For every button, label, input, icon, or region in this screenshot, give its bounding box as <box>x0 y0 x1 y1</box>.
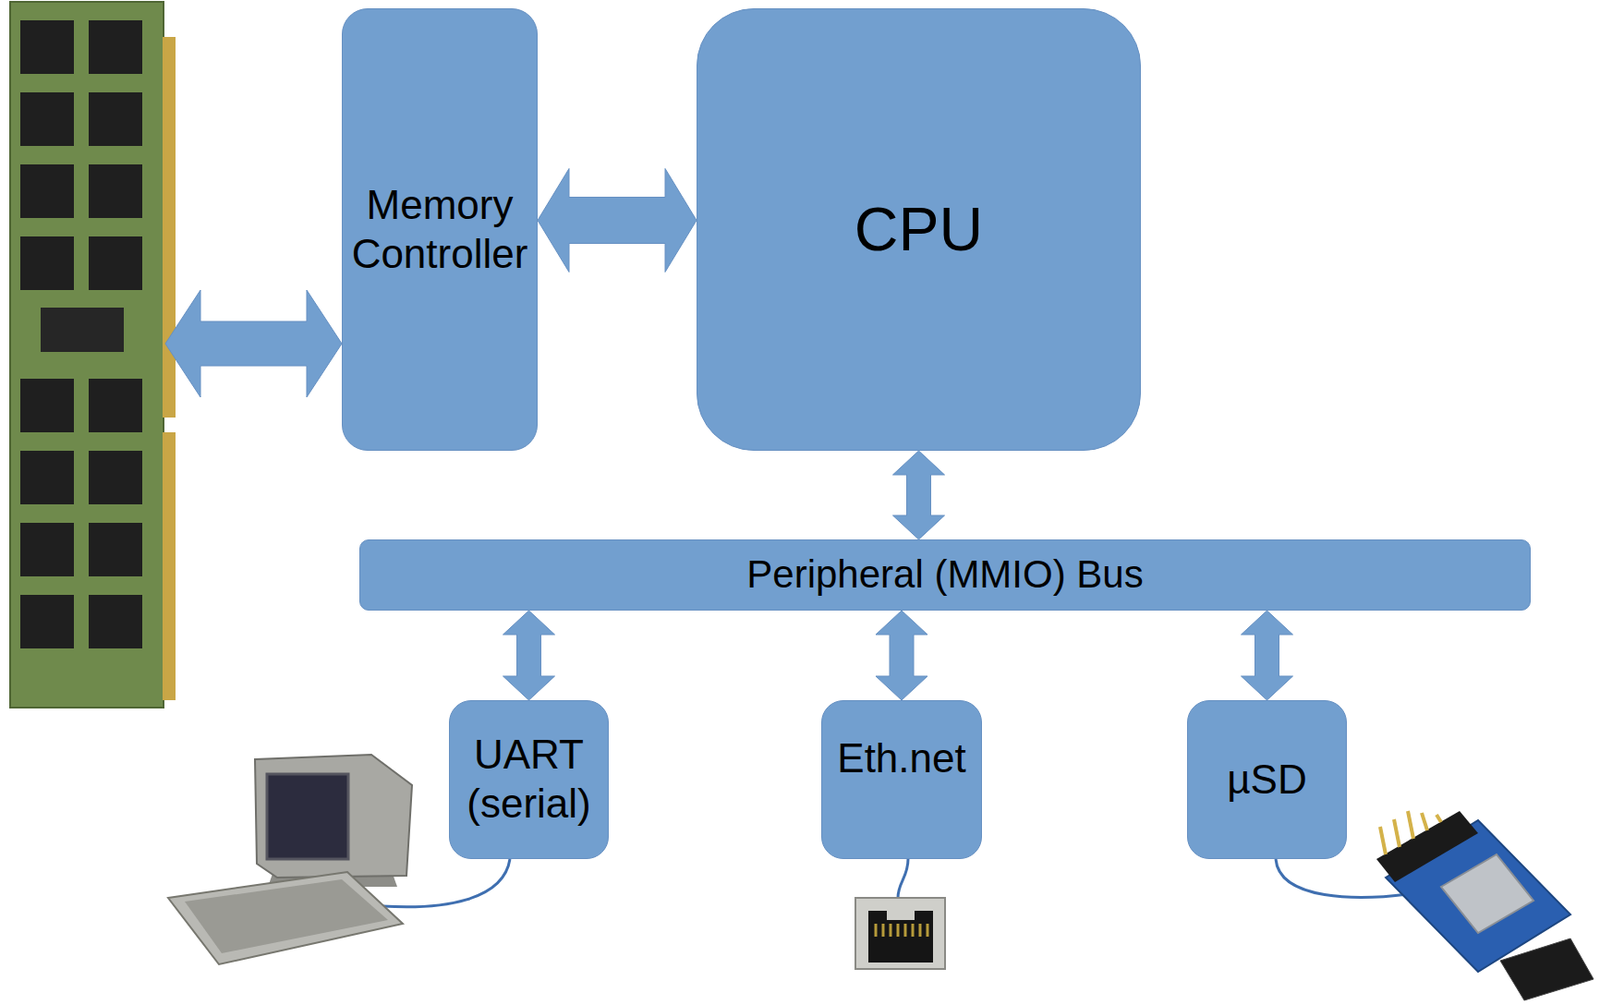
node-label: Peripheral (MMIO) Bus <box>746 551 1143 598</box>
memory-chip <box>20 92 74 146</box>
peripheral-box: UART (serial) <box>448 700 609 860</box>
peripheral-box: µSD <box>1187 700 1347 860</box>
memory-chip <box>88 450 143 505</box>
block-arrow <box>537 169 697 273</box>
peripheral-box: Eth.net <box>821 700 982 860</box>
memory-chip <box>88 378 143 433</box>
memory-chip <box>20 236 74 291</box>
block-arrow <box>1241 610 1294 701</box>
memory-chip <box>88 594 143 649</box>
node-label: µSD <box>1226 755 1307 805</box>
node-label: UART (serial) <box>457 730 601 829</box>
microsd-board <box>1376 811 1594 1001</box>
controller-box: Memory Controller <box>341 8 538 451</box>
memory-chip <box>20 20 74 74</box>
node-label: CPU <box>854 193 983 267</box>
memory-chip <box>20 164 74 219</box>
rj45-jack <box>855 897 946 970</box>
memory-chip <box>20 450 74 505</box>
memory-chip <box>88 20 143 74</box>
ram-bus-arrow <box>165 290 342 398</box>
terminal-computer <box>168 754 413 965</box>
block-arrow <box>875 610 928 701</box>
memory-chip <box>88 92 143 146</box>
processor-box: CPU <box>696 8 1141 451</box>
node-label: Memory Controller <box>350 181 530 279</box>
memory-chip <box>88 522 143 577</box>
memory-chip <box>88 236 143 291</box>
bus-band: Peripheral (MMIO) Bus <box>359 539 1531 611</box>
node-label: Eth.net <box>836 734 966 784</box>
memory-chip <box>20 522 74 577</box>
memory-chip <box>20 378 74 433</box>
block-arrow <box>503 610 556 701</box>
block-arrow <box>893 450 946 540</box>
memory-chip <box>20 594 74 649</box>
memory-chip <box>88 164 143 219</box>
ram-module <box>10 1 176 708</box>
ethernet-cable <box>897 859 909 898</box>
